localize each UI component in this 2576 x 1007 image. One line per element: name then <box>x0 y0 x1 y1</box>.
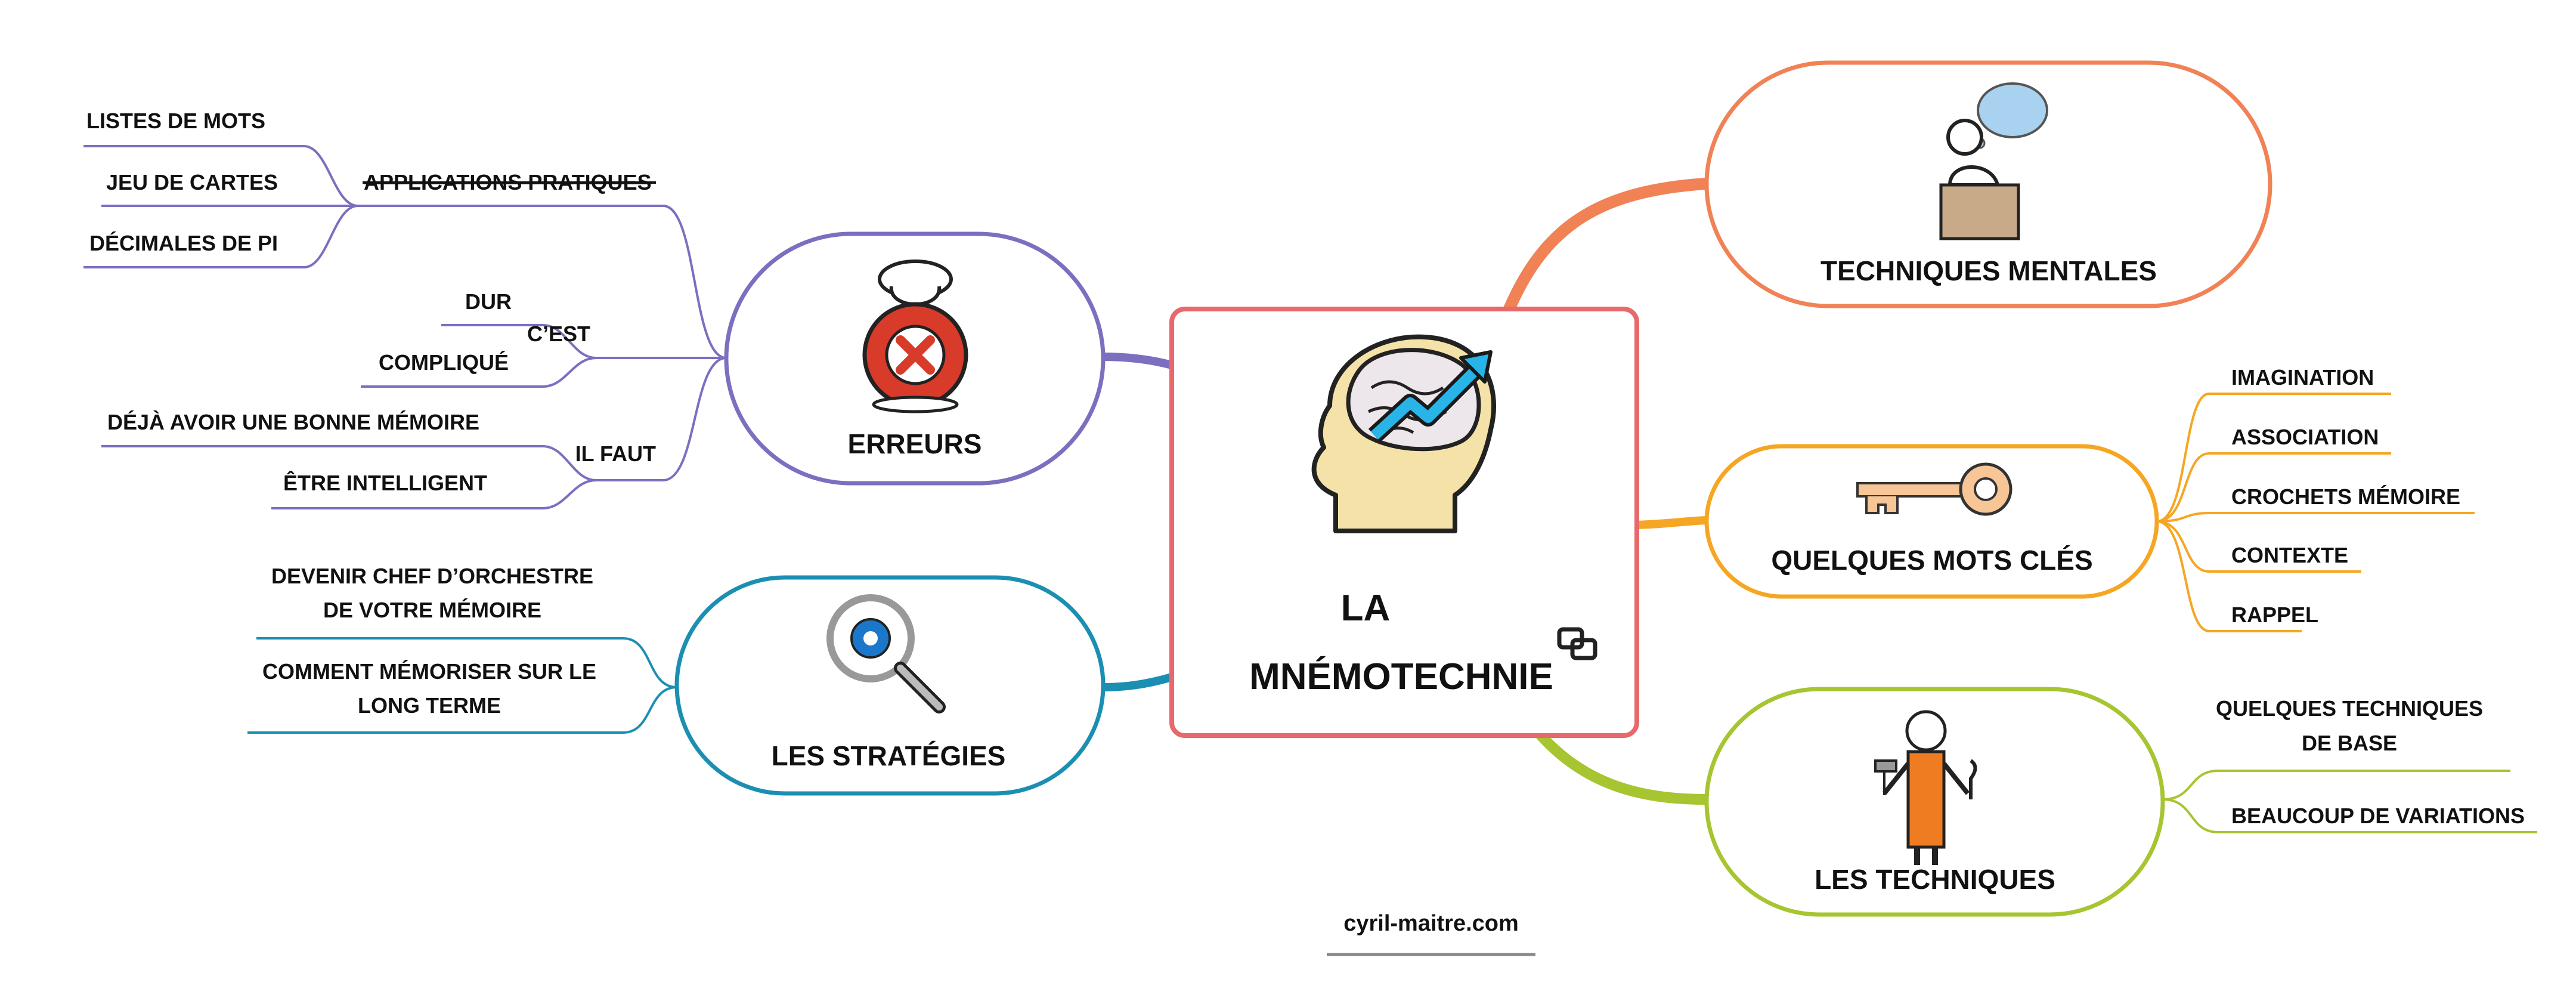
application-jeu-de-cartes[interactable]: JEU DE CARTES <box>106 170 278 194</box>
erreurs-cest-label[interactable]: C’EST <box>527 322 590 346</box>
erreurs-children <box>83 145 727 509</box>
application-decimales-de-pi[interactable]: DÉCIMALES DE PI <box>89 231 278 255</box>
mots-cles-children <box>2156 393 2475 632</box>
branch-mots-cles[interactable]: QUELQUES MOTS CLÉS <box>1704 444 2159 599</box>
key-icon <box>1856 462 2012 516</box>
connector-mots-cles <box>1633 516 1711 529</box>
connector-strategies <box>1099 673 1176 691</box>
mechanic-icon <box>1874 710 1977 865</box>
strategy-chef-line2: DE VOTRE MÉMOIRE <box>323 598 541 622</box>
keyword-contexte[interactable]: CONTEXTE <box>2231 543 2348 567</box>
cest-complique[interactable]: COMPLIQUÉ <box>379 350 509 375</box>
branch-techniques-mentales[interactable]: TECHNIQUES MENTALES <box>1704 60 2272 308</box>
erreurs-il-faut-label[interactable]: IL FAUT <box>575 441 656 466</box>
footer-credit-text: cyril-maitre.com <box>1343 911 1519 936</box>
branch-strategies[interactable]: LES STRATÉGIES <box>674 575 1106 796</box>
strategy-long-line1[interactable]: COMMENT MÉMORISER SUR LE <box>262 659 596 684</box>
central-title-line2: MNÉMOTECHNIE <box>1249 656 1553 697</box>
strategies-children <box>247 637 677 734</box>
link-icon[interactable] <box>1557 627 1597 660</box>
strategy-long-line2: LONG TERME <box>358 693 501 718</box>
cest-dur[interactable]: DUR <box>465 289 512 314</box>
keyword-imagination[interactable]: IMAGINATION <box>2231 365 2374 390</box>
techniques-mentales-label: TECHNIQUES MENTALES <box>1820 255 2157 286</box>
keyword-rappel[interactable]: RAPPEL <box>2231 603 2318 627</box>
connector-les-techniques <box>1533 727 1712 805</box>
keyword-association[interactable]: ASSOCIATION <box>2231 425 2379 449</box>
central-topic[interactable]: LA MNÉMOTECHNIE <box>1169 307 1639 738</box>
technique-variations[interactable]: BEAUCOUP DE VARIATIONS <box>2231 804 2525 828</box>
mots-cles-label: QUELQUES MOTS CLÉS <box>1771 545 2092 576</box>
connector-erreurs <box>1099 353 1176 369</box>
keyword-crochets-memoire[interactable]: CROCHETS MÉMOIRE <box>2231 484 2460 509</box>
les-techniques-children <box>2162 770 2537 833</box>
strategies-label: LES STRATÉGIES <box>772 740 1006 771</box>
search-gear-icon <box>826 594 946 713</box>
application-listes-de-mots[interactable]: LISTES DE MOTS <box>86 109 265 133</box>
branch-erreurs[interactable]: ERREURS <box>724 231 1106 486</box>
les-techniques-label: LES TECHNIQUES <box>1815 864 2055 895</box>
brain-head-growth-icon <box>1311 334 1496 533</box>
il-faut-intelligent[interactable]: ÊTRE INTELLIGENT <box>283 470 487 495</box>
central-title-line1: LA <box>1341 588 1391 629</box>
error-cross-icon <box>862 260 968 413</box>
technique-base-line1[interactable]: QUELQUES TECHNIQUES <box>2216 696 2483 721</box>
technique-base-line2: DE BASE <box>2302 731 2397 755</box>
branch-les-techniques[interactable]: LES TECHNIQUES <box>1704 687 2165 917</box>
strategy-chef-line1[interactable]: DEVENIR CHEF D’ORCHESTRE <box>271 564 593 588</box>
connector-techniques-mentales <box>1503 178 1711 316</box>
thinking-person-icon <box>1939 82 2048 240</box>
strategies-node <box>674 575 1106 796</box>
erreurs-label: ERREURS <box>848 428 982 459</box>
central-connectors <box>1099 178 1712 805</box>
il-faut-bonne-memoire[interactable]: DÉJÀ AVOIR UNE BONNE MÉMOIRE <box>107 410 479 434</box>
footer-credit[interactable]: cyril-maitre.com <box>1327 911 1535 956</box>
